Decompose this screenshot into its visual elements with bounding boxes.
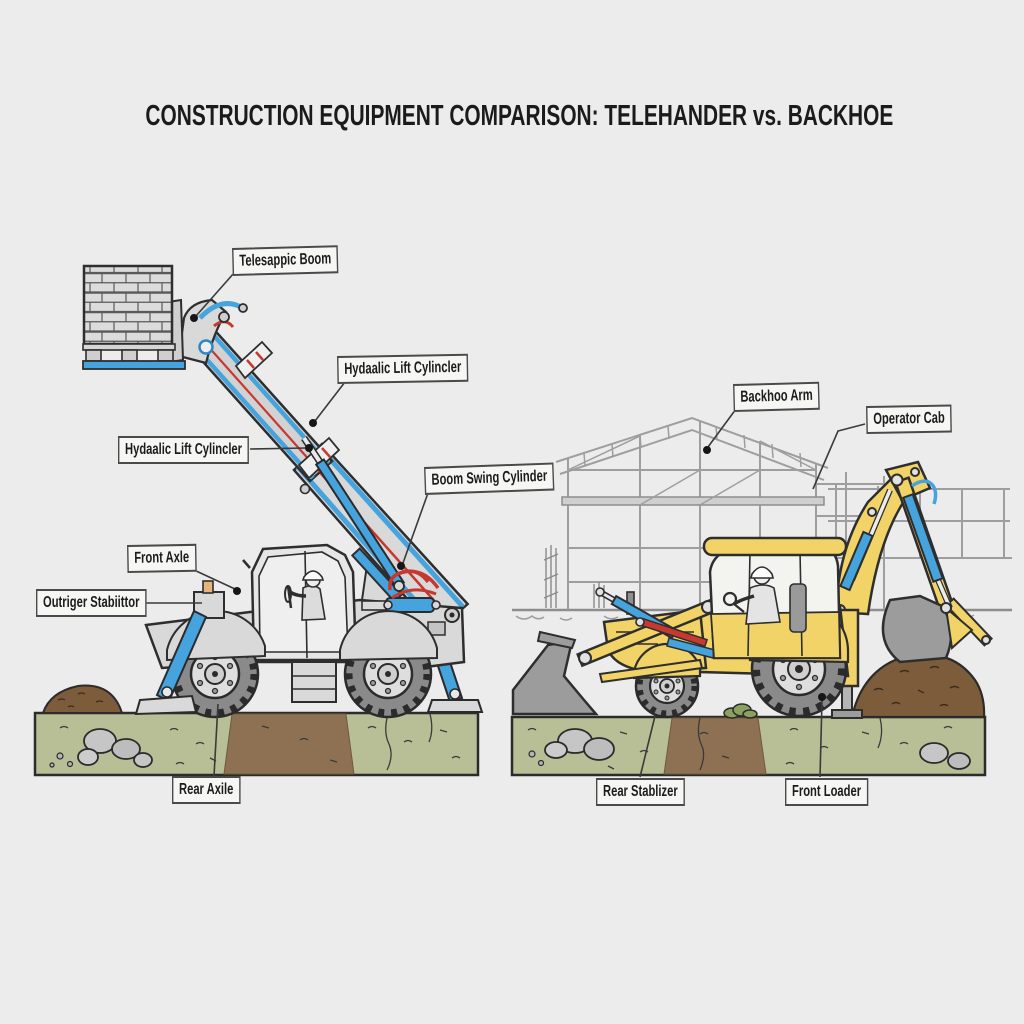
operator-figure-backhoe (722, 566, 781, 625)
front-loader (511, 587, 716, 716)
title-bar: CONSTRUCTION EQUIPMENT COMPARISON: TELEH… (0, 100, 1024, 133)
label-hydraulic-lift-cylinder-lower: Hydaalic Lift Cylincler (118, 436, 250, 464)
label-rear-stabilizer: Rear Stablizer (596, 778, 685, 806)
ground-left (33, 684, 480, 777)
label-hydraulic-lift-cylinder-upper: Hydaalic Lift Cylincler (337, 353, 469, 384)
label-boom-swing-cylinder: Boom Swing Cylinder (424, 462, 555, 495)
operator-figure-telehandler (284, 570, 326, 621)
label-front-loader: Front Loader (785, 778, 869, 806)
leader-lines (141, 272, 866, 778)
label-backhoe-arm: Backhoo Arm (733, 381, 821, 412)
telehandler (82, 264, 484, 719)
hard-hat (749, 566, 775, 579)
page-title: CONSTRUCTION EQUIPMENT COMPARISON: TELEH… (145, 100, 894, 132)
backhoe-arm (834, 460, 994, 664)
outrigger-knob (202, 580, 214, 594)
hard-hat (301, 570, 325, 581)
backhoe (511, 460, 994, 719)
label-outrigger-stabilizer: Outriger Stabiittor (36, 589, 147, 617)
label-telescopic-boom: Telesappic Boom (232, 245, 339, 276)
label-front-axle: Front Axle (127, 543, 197, 573)
ground-right (510, 703, 987, 777)
label-operator-cab: Operator Cab (866, 404, 953, 434)
fork-blade (82, 360, 186, 370)
label-rear-axle: Rear Axile (172, 776, 241, 804)
backhoe-cab (702, 536, 848, 660)
dirt-mound-right (850, 653, 986, 719)
